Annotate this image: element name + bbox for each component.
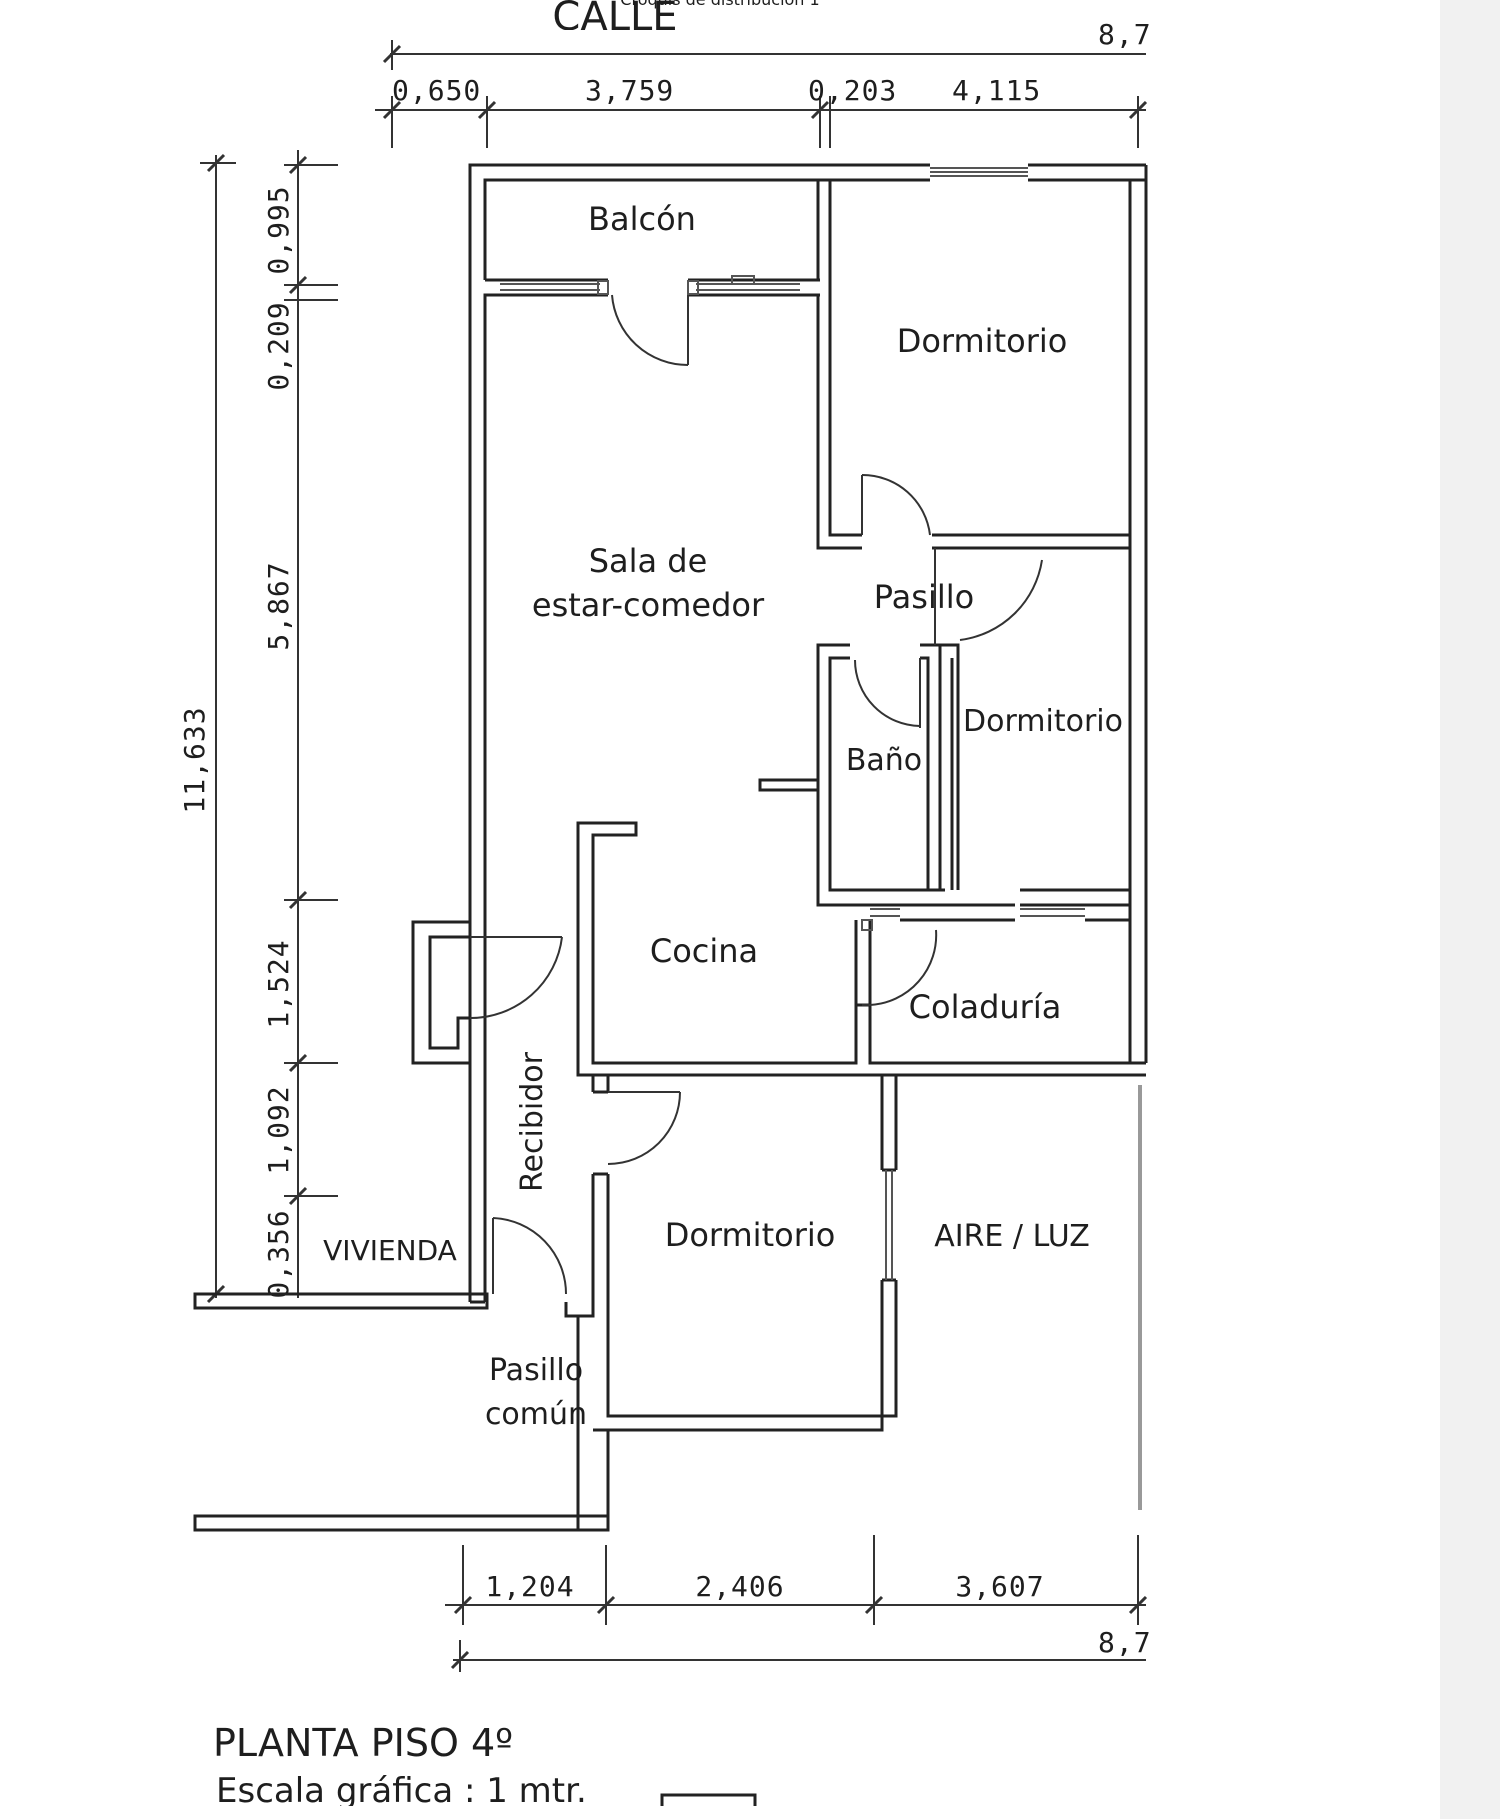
area-pasillo-comun-line1: Pasillo: [489, 1353, 583, 1388]
plan-title: PLANTA PISO 4º: [213, 1721, 513, 1765]
dim-bottom-1: 2,406: [695, 1570, 784, 1603]
scale-bar: [660, 1793, 757, 1806]
dim-left-total: 11,633: [178, 706, 211, 813]
area-pasillo-comun-line2: común: [485, 1397, 587, 1432]
room-dormitorio-2: Dormitorio: [963, 704, 1123, 739]
room-cocina: Cocina: [650, 932, 758, 970]
room-sala-line2: estar-comedor: [532, 586, 765, 624]
dimension-lines: [200, 40, 1146, 1672]
area-aire-luz: AIRE / LUZ: [934, 1219, 1090, 1254]
room-dormitorio-1: Dormitorio: [897, 322, 1068, 360]
dim-bottom-total: 8,7: [1098, 1626, 1152, 1659]
street-label: CALLE: [552, 0, 677, 40]
dim-left-0: 0,995: [262, 185, 295, 274]
room-bano: Baño: [846, 743, 922, 778]
dim-bottom-2: 3,607: [955, 1570, 1044, 1603]
dim-bottom-0: 1,204: [485, 1570, 574, 1603]
dim-top-0: 0,650: [392, 74, 481, 107]
dim-top-3: 4,115: [952, 74, 1041, 107]
windows: [500, 167, 1085, 1280]
room-balcon: Balcón: [588, 200, 696, 238]
dim-top-total: 8,7: [1098, 18, 1152, 51]
dim-left-5: 0,356: [262, 1209, 295, 1298]
room-dormitorio-3: Dormitorio: [665, 1216, 836, 1254]
dim-left-2: 5,867: [262, 561, 295, 650]
dim-top-2: 0,203: [808, 74, 897, 107]
room-vivienda: VIVIENDA: [323, 1234, 457, 1267]
walls: [193, 163, 1148, 1532]
plan-scale: Escala gráfica : 1 mtr.: [216, 1771, 587, 1811]
room-recibidor: Recibidor: [515, 1051, 550, 1192]
dim-left-4: 1,092: [262, 1085, 295, 1174]
doors: [469, 294, 1043, 1295]
room-sala-line1: Sala de: [589, 542, 708, 580]
dim-top-1: 3,759: [585, 74, 674, 107]
dim-left-1: 0,209: [262, 301, 295, 390]
page-caption: Croquis de distribución 1: [620, 0, 819, 9]
room-pasillo: Pasillo: [874, 578, 974, 616]
right-margin-strip: [1440, 0, 1500, 1819]
room-coladuria: Coladuría: [909, 988, 1062, 1026]
dim-left-3: 1,524: [262, 939, 295, 1028]
